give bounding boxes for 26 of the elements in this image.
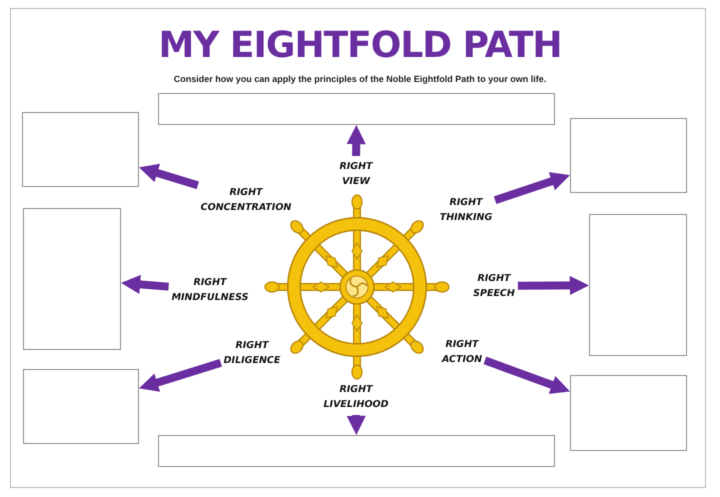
answer-box — [589, 214, 687, 356]
principle-label: RIGHT ACTION — [442, 337, 482, 367]
arrow — [138, 164, 199, 190]
answer-box — [570, 375, 687, 451]
answer-box — [158, 93, 555, 125]
arrow — [494, 172, 570, 204]
principle-label: RIGHT THINKING — [440, 195, 492, 225]
principle-label: RIGHT CONCENTRATION — [200, 185, 292, 215]
principle-label: RIGHT VIEW — [339, 159, 373, 189]
principle-label: RIGHT DILIGENCE — [224, 338, 280, 368]
arrow — [518, 276, 589, 296]
arrow — [346, 414, 366, 435]
principle-label: RIGHT SPEECH — [473, 271, 515, 301]
principle-label: RIGHT LIVELIHOOD — [324, 382, 388, 412]
answer-box — [22, 112, 139, 187]
answer-box — [570, 118, 687, 193]
arrow — [346, 125, 366, 156]
answer-box — [23, 208, 121, 350]
instruction-text: Consider how you can apply the principles of the Noble Eightfold Path to your own life. — [172, 73, 548, 85]
answer-box — [23, 369, 139, 444]
arrow — [138, 358, 222, 392]
answer-box — [158, 435, 555, 467]
worksheet-title: MY EIGHTFOLD PATH — [158, 24, 562, 68]
arrow — [484, 356, 570, 394]
arrow — [121, 274, 169, 294]
principle-label: RIGHT MINDFULNESS — [172, 275, 248, 305]
